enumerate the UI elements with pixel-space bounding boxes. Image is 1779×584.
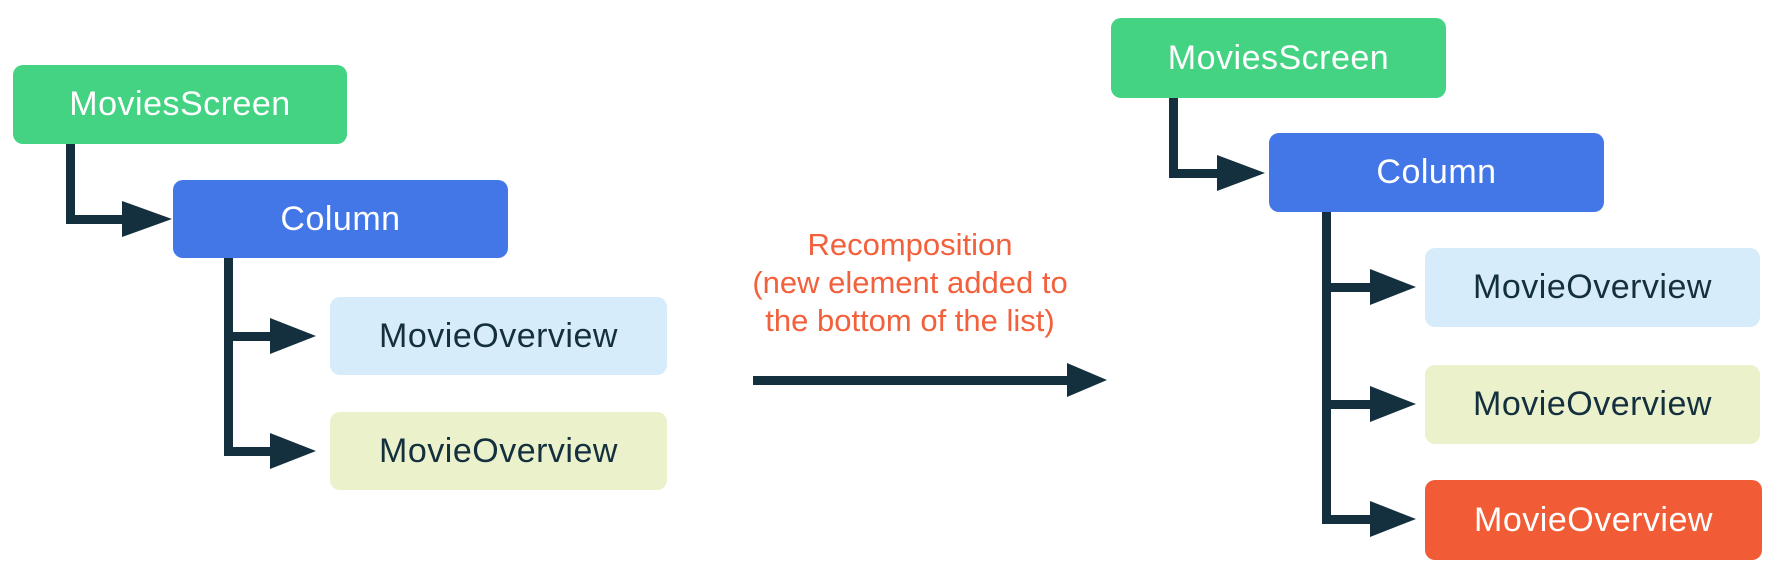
after-root-connector-vertical — [1169, 98, 1178, 178]
after-child-node-2: MovieOverview — [1425, 365, 1760, 444]
before-root-connector-horizontal — [66, 215, 122, 224]
after-branch-3-arrowhead-icon — [1370, 501, 1416, 537]
before-root-connector-vertical — [66, 144, 75, 224]
annotation-line-1: Recomposition — [807, 227, 1013, 262]
before-child-node-1: MovieOverview — [330, 297, 667, 375]
after-root-node: MoviesScreen — [1111, 18, 1446, 98]
after-column-connector-vertical — [1322, 212, 1331, 524]
recomposition-arrowhead-icon — [1067, 363, 1107, 397]
before-root-arrowhead-icon — [122, 201, 172, 237]
before-child-node-2: MovieOverview — [330, 412, 667, 490]
after-root-arrowhead-icon — [1217, 155, 1265, 191]
after-branch-2-arrowhead-icon — [1370, 386, 1416, 422]
before-branch-2-arrowhead-icon — [270, 433, 316, 469]
after-branch-1-arrowhead-icon — [1370, 269, 1416, 305]
before-column-connector-vertical — [224, 258, 233, 456]
annotation-line-3: the bottom of the list) — [765, 303, 1055, 338]
recomposition-arrow-line — [753, 376, 1067, 385]
before-root-node: MoviesScreen — [13, 65, 347, 144]
recomposition-annotation: Recomposition (new element added to the … — [640, 226, 1180, 340]
before-branch-2-horizontal — [224, 447, 270, 456]
after-column-node: Column — [1269, 133, 1604, 212]
before-branch-1-arrowhead-icon — [270, 318, 316, 354]
after-branch-2-horizontal — [1322, 400, 1370, 409]
annotation-line-2: (new element added to — [752, 265, 1068, 300]
before-branch-1-horizontal — [224, 332, 270, 341]
after-branch-1-horizontal — [1322, 283, 1370, 292]
before-column-node: Column — [173, 180, 508, 258]
after-child-node-1: MovieOverview — [1425, 248, 1760, 327]
after-branch-3-horizontal — [1322, 515, 1370, 524]
after-child-node-3-new: MovieOverview — [1425, 480, 1762, 560]
after-root-connector-horizontal — [1169, 169, 1217, 178]
